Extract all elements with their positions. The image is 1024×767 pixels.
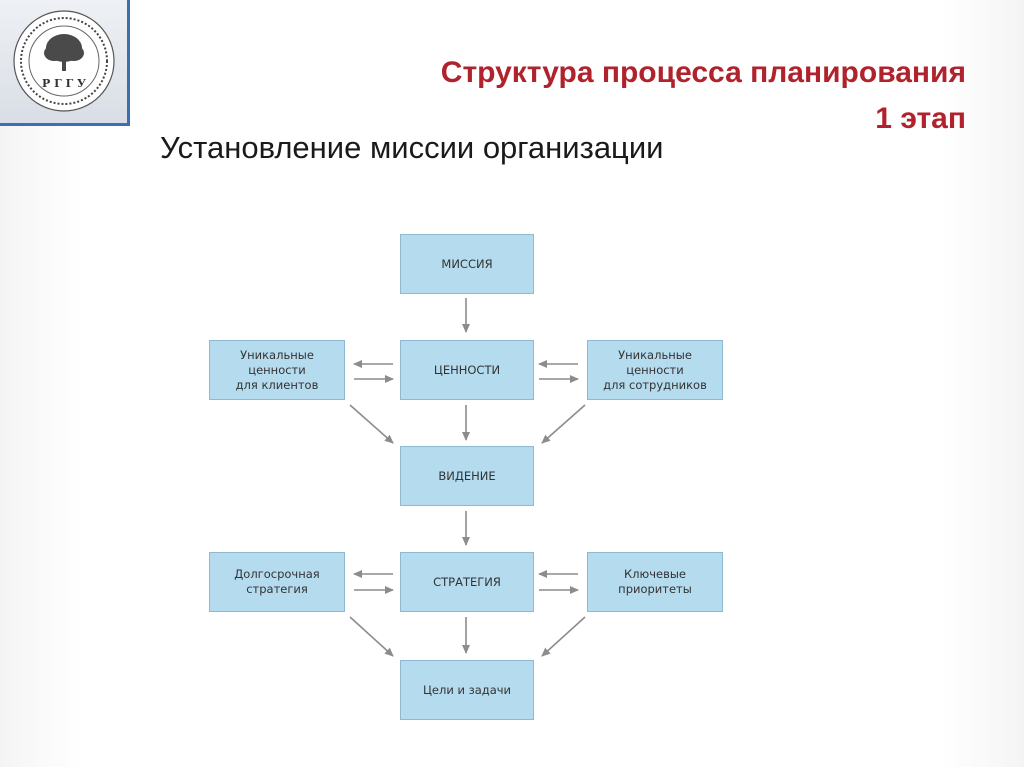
title-line-1: Структура процесса планирования	[440, 56, 966, 89]
box-client-values: Уникальные ценности для клиентов	[209, 340, 345, 400]
title-line-2: 1 этап	[875, 102, 966, 135]
box-employee-values: Уникальные ценности для сотрудников	[587, 340, 723, 400]
box-vision: ВИДЕНИЕ	[400, 446, 534, 506]
arrow-client-to-vision	[349, 404, 394, 444]
box-mission: МИССИЯ	[400, 234, 534, 294]
arrow-employee-to-vision	[541, 404, 586, 444]
university-emblem-icon: Р Г Г У	[13, 10, 115, 112]
arrow-longterm-to-goals	[349, 616, 394, 657]
box-long-term-strategy: Долгосрочная стратегия	[209, 552, 345, 612]
slide-title: Структура процесса планирования 1 этап	[246, 50, 966, 142]
arrow-priorities-to-goals	[541, 616, 586, 657]
university-logo: Р Г Г У	[0, 0, 130, 126]
svg-text:Р Г Г У: Р Г Г У	[42, 77, 86, 90]
box-goals: Цели и задачи	[400, 660, 534, 720]
box-strategy: СТРАТЕГИЯ	[400, 552, 534, 612]
slide-subtitle: Установление миссии организации	[160, 130, 664, 165]
box-values: ЦЕННОСТИ	[400, 340, 534, 400]
box-key-priorities: Ключевые приоритеты	[587, 552, 723, 612]
